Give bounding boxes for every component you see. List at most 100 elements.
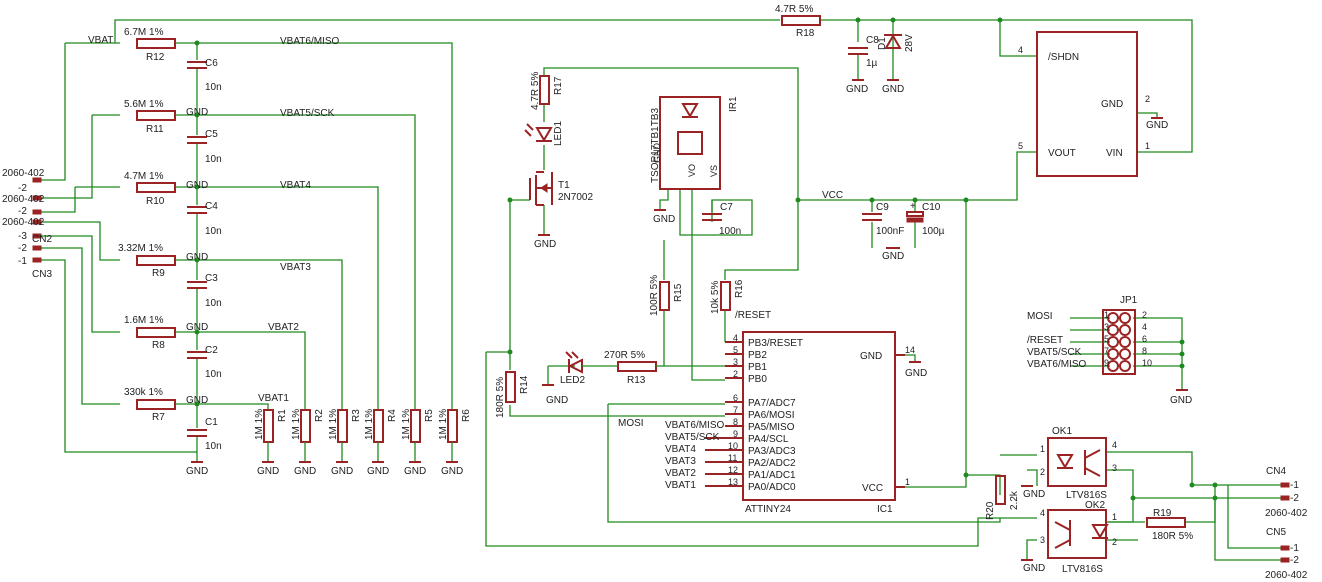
header-net-vbat5: VBAT5/SCK <box>1027 347 1082 358</box>
gnd-label: GND <box>441 466 463 477</box>
led1-driver: 4.7R 5% R17 LED1 T1 2N7002 GND <box>524 72 593 250</box>
reg-pin-shdn: /SHDN <box>1048 52 1079 63</box>
gnd-label: GND <box>331 466 353 477</box>
cn-pin-label: -2 <box>18 206 27 217</box>
resistor-r20-name: R20 <box>985 501 996 520</box>
header-pin: 1 <box>1104 310 1109 320</box>
cap-c10-name: C10 <box>922 202 941 213</box>
gnd-label: GND <box>882 251 904 262</box>
gnd-label: GND <box>186 180 208 191</box>
resistor-r10-name: R10 <box>146 196 165 207</box>
gnd-label: GND <box>186 395 208 406</box>
mcu-pin-num: 9 <box>733 429 738 439</box>
divider-net-labels: VBAT6/MISO VBAT5/SCK VBAT4 VBAT3 VBAT2 V… <box>258 36 339 404</box>
connectors-right: CN4 -1 -2 2060-402 CN5 -1 -2 2060-402 <box>1265 466 1308 581</box>
gnd-label: GND <box>404 466 426 477</box>
cap-c9-name: C9 <box>876 202 889 213</box>
ir-receiver: GND VO VS TSOP17TB1TB3 IR1 GND C7 100n <box>650 96 741 237</box>
gnd-label: GND <box>846 84 868 95</box>
ir-pin-vs: VS <box>709 165 719 177</box>
ok2-pin: 3 <box>1040 535 1045 545</box>
reg-pin-vout: VOUT <box>1048 148 1076 159</box>
transistor-t1-name: T1 <box>558 180 570 191</box>
cap-c1-value: 10n <box>205 441 222 452</box>
mcu-pin-num: 12 <box>728 465 738 475</box>
cn4-label: CN4 <box>1266 466 1286 477</box>
cn-pin-label: -2 <box>18 243 27 254</box>
resistor-r12-name: R12 <box>146 52 165 63</box>
resistor-r17-name: R17 <box>553 76 564 95</box>
resistor-r13-name: R13 <box>627 375 646 386</box>
cn-pin-label: -2 <box>1290 493 1299 504</box>
cap-c1-name: C1 <box>205 417 218 428</box>
mcu-pin-num: 13 <box>728 477 738 487</box>
cn-pin-label: -2 <box>1290 555 1299 566</box>
net-vbat2: VBAT2 <box>665 468 696 479</box>
cn5-label: CN5 <box>1266 527 1286 538</box>
cap-c8-name: C8 <box>866 35 879 46</box>
resistor-r15-value: 100R 5% <box>649 275 660 316</box>
mcu-pin-label: PB1 <box>748 362 767 373</box>
resistor-r5-name: R5 <box>424 409 435 422</box>
cap-c9-value: 100nF <box>876 226 904 237</box>
gnd-label: GND <box>186 322 208 333</box>
mcu-part: ATTINY24 <box>745 504 791 515</box>
divider-capacitors: C6 10n GND C5 10n GND C4 10n GND C3 10n … <box>186 58 222 477</box>
net-vbat6-miso: VBAT6/MISO <box>665 420 724 431</box>
cn-pin-label: -1 <box>18 256 27 267</box>
ok2-pin: 2 <box>1112 537 1117 547</box>
reg-pin-gnd: GND <box>1101 99 1123 110</box>
mcu-pin-label: PA3/ADC3 <box>748 446 796 457</box>
net-mosi: MOSI <box>618 418 644 429</box>
mcu-pin-label: PB0 <box>748 374 767 385</box>
ir-name: IR1 <box>728 96 739 112</box>
ok1-pin: 3 <box>1112 463 1117 473</box>
wires <box>40 19 1283 561</box>
reset-net-label: /RESET <box>735 310 771 321</box>
resistor-r20-value: 2.2k <box>1009 490 1020 510</box>
cn5-part: 2060-402 <box>1265 570 1308 581</box>
resistor-r1-value: 1M 1% <box>254 409 265 440</box>
mcu-pin-label: PB2 <box>748 350 767 361</box>
resistor-r4-value: 1M 1% <box>364 409 375 440</box>
resistor-r10-value: 4.7M 1% <box>124 171 164 182</box>
resistor-r9-value: 3.32M 1% <box>118 243 163 254</box>
ok1-part: LTV816S <box>1066 490 1107 501</box>
cn4-part: 2060-402 <box>1265 508 1308 519</box>
resistor-r7-name: R7 <box>152 412 165 423</box>
ok2-part: LTV816S <box>1062 564 1103 575</box>
gnd-label: GND <box>653 214 675 225</box>
diode-d1-name: D1 <box>877 37 888 50</box>
transistor-t1-part: 2N7002 <box>558 192 593 203</box>
ir-pin-vo: VO <box>687 164 697 177</box>
mcu-pin-num: 2 <box>733 369 738 379</box>
voltage-regulator: 4 /SHDN 2 GND GND 5 VOUT 1 VIN <box>1018 31 1168 177</box>
header-pin: 3 <box>1104 322 1109 332</box>
cn-pin-label: -3 <box>18 231 27 242</box>
resistor-r19-value: 180R 5% <box>1152 531 1193 542</box>
header-pin: 8 <box>1142 346 1147 356</box>
gnd-label: GND <box>186 107 208 118</box>
resistor-r11-value: 5.6M 1% <box>124 99 164 110</box>
resistor-r7-value: 330k 1% <box>124 387 163 398</box>
resistor-r16-name: R16 <box>734 279 745 298</box>
header-pin: 5 <box>1104 334 1109 344</box>
mcu-pin-num: 10 <box>728 441 738 451</box>
cap-c2-name: C2 <box>205 345 218 356</box>
mcu-pin-num: 11 <box>728 453 737 463</box>
cap-c6-value: 10n <box>205 82 222 93</box>
optocoupler-ok1: OK1 1 2 3 4 LTV816S GND <box>1021 426 1117 501</box>
mcu-pin-label: PA5/MISO <box>748 422 795 433</box>
resistor-r11-name: R11 <box>146 124 164 135</box>
ok2-pin: 4 <box>1040 508 1045 518</box>
net-vbat2: VBAT2 <box>268 322 299 333</box>
vcc-section: VCC C9 100nF + C10 100µ GND <box>822 190 945 262</box>
ok1-pin: 4 <box>1112 440 1117 450</box>
resistor-r3-value: 1M 1% <box>328 409 339 440</box>
net-vbat3: VBAT3 <box>280 262 311 273</box>
gnd-label: GND <box>1146 120 1168 131</box>
gnd-label: GND <box>186 466 208 477</box>
cn-part-mid2: 2060-402 <box>2 217 45 228</box>
reset-resistors: 100R 5% R15 10k 5% R16 /RESET <box>649 275 771 321</box>
